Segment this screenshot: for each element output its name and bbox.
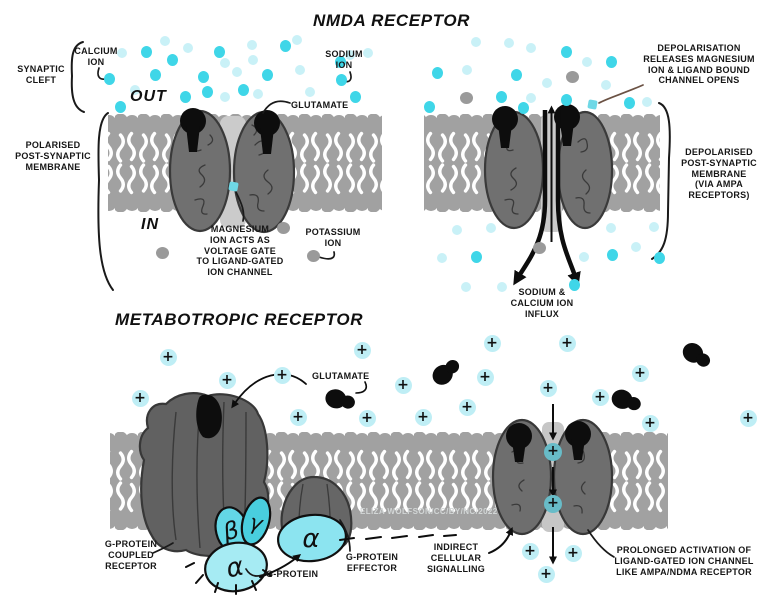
g-protein-label: G-PROTEIN [266, 569, 319, 579]
bound-glutamate-icon [506, 421, 591, 462]
potassium-ion-label: POTASSIUM ION [305, 227, 361, 248]
alpha-letter: α [223, 552, 246, 585]
glutamate-bottom-label: GLUTAMATE [312, 371, 370, 381]
glutamate-top-label: GLUTAMATE [291, 100, 349, 110]
glutamate-release-arrow [231, 373, 307, 409]
depolarised-membrane-label: DEPOLARISED POST-SYNAPTIC MEMBRANE (VIA … [681, 147, 757, 201]
effector-label-pointer [339, 519, 351, 552]
gpcr-label-pointer [152, 542, 174, 554]
gpcr-label: G-PROTEIN COUPLED RECEPTOR [104, 539, 158, 571]
credit-watermark: ELIZA WOLFSON/CC/BY/NC/2022 [360, 507, 498, 516]
indirect-signalling-dashes [339, 534, 457, 541]
alpha-to-effector-arrow [259, 553, 302, 578]
synaptic-cleft-label: SYNAPTIC CLEFT [17, 64, 65, 85]
alpha-subunit-effector [277, 513, 347, 563]
depolarised-membrane-bracket [651, 102, 671, 260]
bound-glutamate-icon [492, 104, 580, 148]
glutamate-top-pointer [262, 100, 291, 114]
polarised-membrane-label: POLARISED POST-SYNAPTIC MEMBRANE [15, 140, 91, 172]
synaptic-cleft-bracket [70, 41, 85, 113]
indirect-signalling-label: INDIRECT CELLULAR SIGNALLING [427, 542, 485, 574]
gprotein-label-pointer [245, 568, 266, 577]
alpha-emphasis-dashes [185, 562, 272, 595]
magnesium-pointer [235, 191, 245, 222]
beta-letter: β [219, 516, 242, 547]
influx-arrow-right [555, 110, 581, 287]
magnesium-note-label: MAGNESIUM ION ACTS AS VOLTAGE GATE TO LI… [196, 224, 284, 278]
depolarisation-pointer [598, 84, 644, 104]
effector-label: G-PROTEIN EFFECTOR [345, 552, 399, 573]
polarised-membrane-bracket [97, 112, 114, 291]
potassium-pointer [318, 251, 336, 260]
calcium-ion-label: CALCIUM ION [74, 46, 118, 67]
prolonged-label-pointer [587, 529, 615, 558]
glutamate-binding-pocket [196, 394, 222, 439]
depolarisation-note-label: DEPOLARISATION RELEASES MAGNESIUM ION & … [643, 43, 755, 86]
nmda-title: NMDA RECEPTOR [313, 11, 471, 30]
sodium-ion-label: SODIUM ION [325, 49, 363, 70]
nmda-receptor-open [483, 104, 614, 287]
indirect-signalling-arrow [488, 527, 514, 554]
out-label: OUT [130, 88, 167, 105]
alpha-subunit [204, 541, 268, 593]
glutamate-bottom-hook [355, 381, 368, 394]
alpha-effector-letter: α [302, 524, 319, 554]
influx-label: SODIUM & CALCIUM ION INFLUX [510, 287, 574, 319]
g-protein-complex [204, 496, 347, 593]
prolonged-activation-label: PROLONGED ACTIVATION OF LIGAND-GATED ION… [614, 545, 754, 577]
in-label: IN [141, 216, 159, 233]
metabotropic-title: METABOTROPIC RECEPTOR [115, 310, 364, 329]
bound-glutamate-icon [180, 108, 280, 154]
